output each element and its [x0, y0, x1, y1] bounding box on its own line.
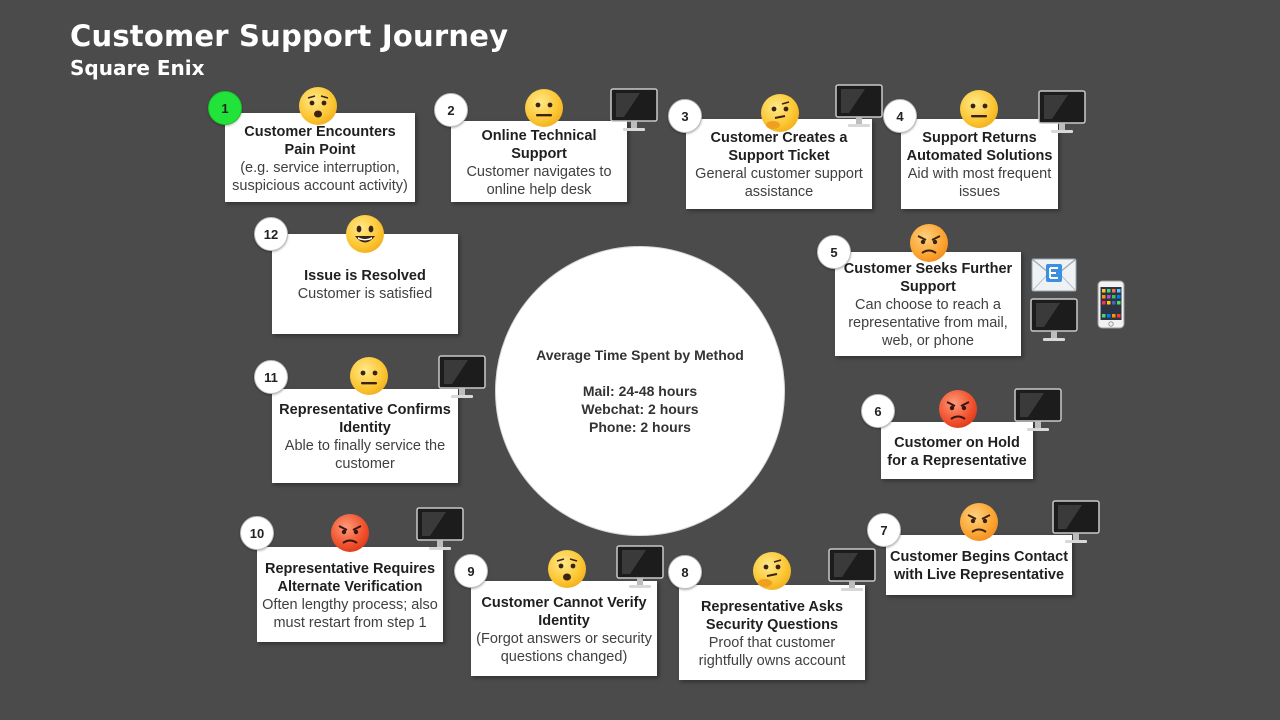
- step-number-badge: 9: [454, 554, 488, 588]
- thinking-face-icon: [753, 552, 791, 590]
- computer-monitor-icon: [616, 545, 664, 588]
- step-card-9: Customer Cannot Verify Identity (Forgot …: [471, 581, 657, 676]
- step-number-badge: 12: [254, 217, 288, 251]
- step-number-badge: 2: [434, 93, 468, 127]
- mobile-phone-icon: [1097, 280, 1125, 329]
- computer-monitor-icon: [1030, 298, 1078, 341]
- computer-monitor-icon: [416, 507, 464, 550]
- computer-monitor-icon: [835, 84, 883, 127]
- step-title: Representative Requires Alternate Verifi…: [264, 560, 436, 595]
- step-title: Representative Confirms Identity: [279, 402, 451, 436]
- step-title: Support Returns Automated Solutions: [906, 130, 1053, 164]
- step-description: (e.g. service interruption, suspicious a…: [232, 159, 408, 194]
- step-number-badge: 11: [254, 360, 288, 394]
- step-number-badge: 8: [668, 555, 702, 589]
- step-description: Able to finally service the customer: [284, 438, 446, 472]
- step-description: Often lengthy process; also must restart…: [262, 596, 438, 631]
- step-title: Customer on Hold for a Representative: [887, 434, 1027, 469]
- step-title: Issue is Resolved: [304, 268, 426, 284]
- step-description: Proof that customer rightfully owns acco…: [698, 634, 846, 669]
- step-card-2: Online Technical Support Customer naviga…: [451, 121, 627, 202]
- average-time-heading: Average Time Spent by Method: [536, 347, 744, 363]
- step-number-badge: 10: [240, 516, 274, 550]
- step-card-5: Customer Seeks Further Support Can choos…: [835, 252, 1021, 356]
- computer-monitor-icon: [1038, 90, 1086, 133]
- step-card-6: Customer on Hold for a Representative: [881, 422, 1033, 479]
- thinking-face-icon: [761, 94, 799, 132]
- worried-face-icon: [299, 87, 337, 125]
- step-number-badge: 7: [867, 513, 901, 547]
- step-card-8: Representative Asks Security Questions P…: [679, 585, 865, 680]
- step-card-11: Representative Confirms Identity Able to…: [272, 389, 458, 483]
- step-description: Customer navigates to online help desk: [466, 163, 612, 198]
- step-card-10: Representative Requires Alternate Verifi…: [257, 547, 443, 642]
- step-title: Customer Encounters Pain Point: [244, 123, 396, 158]
- time-webchat: Webchat: 2 hours: [581, 401, 699, 417]
- computer-monitor-icon: [610, 88, 658, 131]
- computer-monitor-icon: [1052, 500, 1100, 543]
- step-title: Customer Cannot Verify Identity: [481, 594, 647, 629]
- average-time-circle: Average Time Spent by Method Mail: 24-48…: [495, 246, 785, 536]
- step-card-7: Customer Begins Contact with Live Repres…: [886, 535, 1072, 595]
- page-subtitle: Square Enix: [70, 56, 205, 80]
- neutral-face-icon: [525, 89, 563, 127]
- step-title: Online Technical Support: [481, 127, 597, 162]
- step-title: Customer Seeks Further Support: [843, 261, 1013, 295]
- step-card-3: Customer Creates a Support Ticket Genera…: [686, 119, 872, 209]
- computer-monitor-icon: [1014, 388, 1062, 431]
- time-phone: Phone: 2 hours: [589, 419, 691, 435]
- step-description: Aid with most frequent issues: [907, 166, 1052, 200]
- angry-face-icon: [910, 224, 948, 262]
- angry-face-icon: [960, 503, 998, 541]
- computer-monitor-icon: [438, 355, 486, 398]
- neutral-face-icon: [960, 90, 998, 128]
- step-title: Customer Begins Contact with Live Repres…: [889, 549, 1069, 583]
- step-title: Representative Asks Security Questions: [700, 598, 844, 633]
- time-mail: Mail: 24-48 hours: [582, 383, 698, 399]
- step-number-badge: 3: [668, 99, 702, 133]
- step-description: Can choose to reach a representative fro…: [848, 297, 1008, 349]
- step-number-badge: 6: [861, 394, 895, 428]
- step-card-4: Support Returns Automated Solutions Aid …: [901, 119, 1058, 209]
- worried-face-icon: [548, 550, 586, 588]
- enraged-face-icon: [331, 514, 369, 552]
- step-number-badge: 5: [817, 235, 851, 269]
- email-envelope-icon: [1031, 258, 1077, 292]
- step-card-1: Customer Encounters Pain Point (e.g. ser…: [225, 113, 415, 202]
- neutral-face-icon: [350, 357, 388, 395]
- enraged-face-icon: [939, 390, 977, 428]
- step-title: Customer Creates a Support Ticket: [710, 130, 848, 164]
- computer-monitor-icon: [828, 548, 876, 591]
- step-description: General customer support assistance: [695, 166, 863, 200]
- step-description: Customer is satisfied: [297, 286, 433, 302]
- step-number-badge: 4: [883, 99, 917, 133]
- step-description: (Forgot answers or security questions ch…: [476, 630, 652, 665]
- step-number-badge: 1: [208, 91, 242, 125]
- smiling-face-icon: [346, 215, 384, 253]
- page-title: Customer Support Journey: [70, 19, 509, 53]
